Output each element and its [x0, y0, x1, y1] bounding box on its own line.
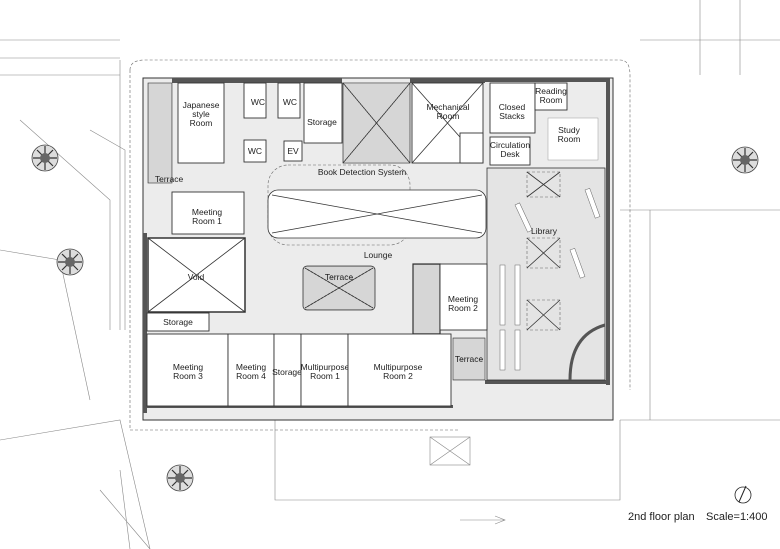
stair-void [342, 82, 411, 164]
multipurpose-room-1 [300, 333, 349, 407]
tree-icon [166, 464, 194, 492]
closed-stacks [489, 82, 536, 134]
lounge-label: Lounge [364, 250, 393, 260]
japanese-room [177, 82, 225, 164]
storage-top-label: Storage [307, 117, 337, 127]
study-room-label: Study [558, 125, 580, 135]
terrace-center-label: Terrace [325, 272, 354, 282]
wc-3-label: WC [248, 146, 262, 156]
void-label: Void [188, 272, 205, 282]
tree-icon [56, 248, 84, 276]
plan-title: 2nd floor plan [628, 511, 695, 523]
meeting-room-1 [171, 191, 245, 235]
library-label: Library [531, 226, 558, 236]
library: Library [486, 167, 606, 381]
central-void [267, 189, 487, 239]
wc-3 [243, 139, 267, 163]
storage-bottom-label: Storage [272, 367, 302, 377]
tree-icon [31, 144, 59, 172]
void: Void [147, 237, 246, 313]
tree-icon [731, 146, 759, 174]
stair [412, 263, 441, 335]
elevator-label: EV [287, 146, 299, 156]
book-detection-label: Book Detection System [318, 167, 406, 177]
wc-2-label: WC [283, 97, 297, 107]
terrace-left-label: Terrace [155, 174, 184, 184]
elevator [283, 140, 303, 162]
storage-left [146, 312, 210, 332]
north-arrow-icon [734, 485, 752, 504]
study-room-label-2: Room [558, 134, 581, 144]
multipurpose-room-2 [347, 333, 452, 407]
wc-2 [277, 82, 301, 119]
terrace-right [452, 337, 486, 381]
storage-bottom [273, 333, 302, 407]
reading-room [534, 82, 568, 111]
plan-scale: Scale=1:400 [706, 511, 767, 523]
meeting-room-2 [439, 263, 488, 331]
terrace-right-label: Terrace [455, 354, 484, 364]
wc-1 [243, 82, 267, 119]
terrace-center: Terrace [302, 265, 376, 311]
meeting-room-3 [146, 333, 229, 407]
terrace-left-area [147, 82, 173, 184]
circulation-desk [489, 136, 531, 166]
storage-top [303, 82, 343, 144]
storage-left-label: Storage [163, 317, 193, 327]
wc-1-label: WC [251, 97, 265, 107]
